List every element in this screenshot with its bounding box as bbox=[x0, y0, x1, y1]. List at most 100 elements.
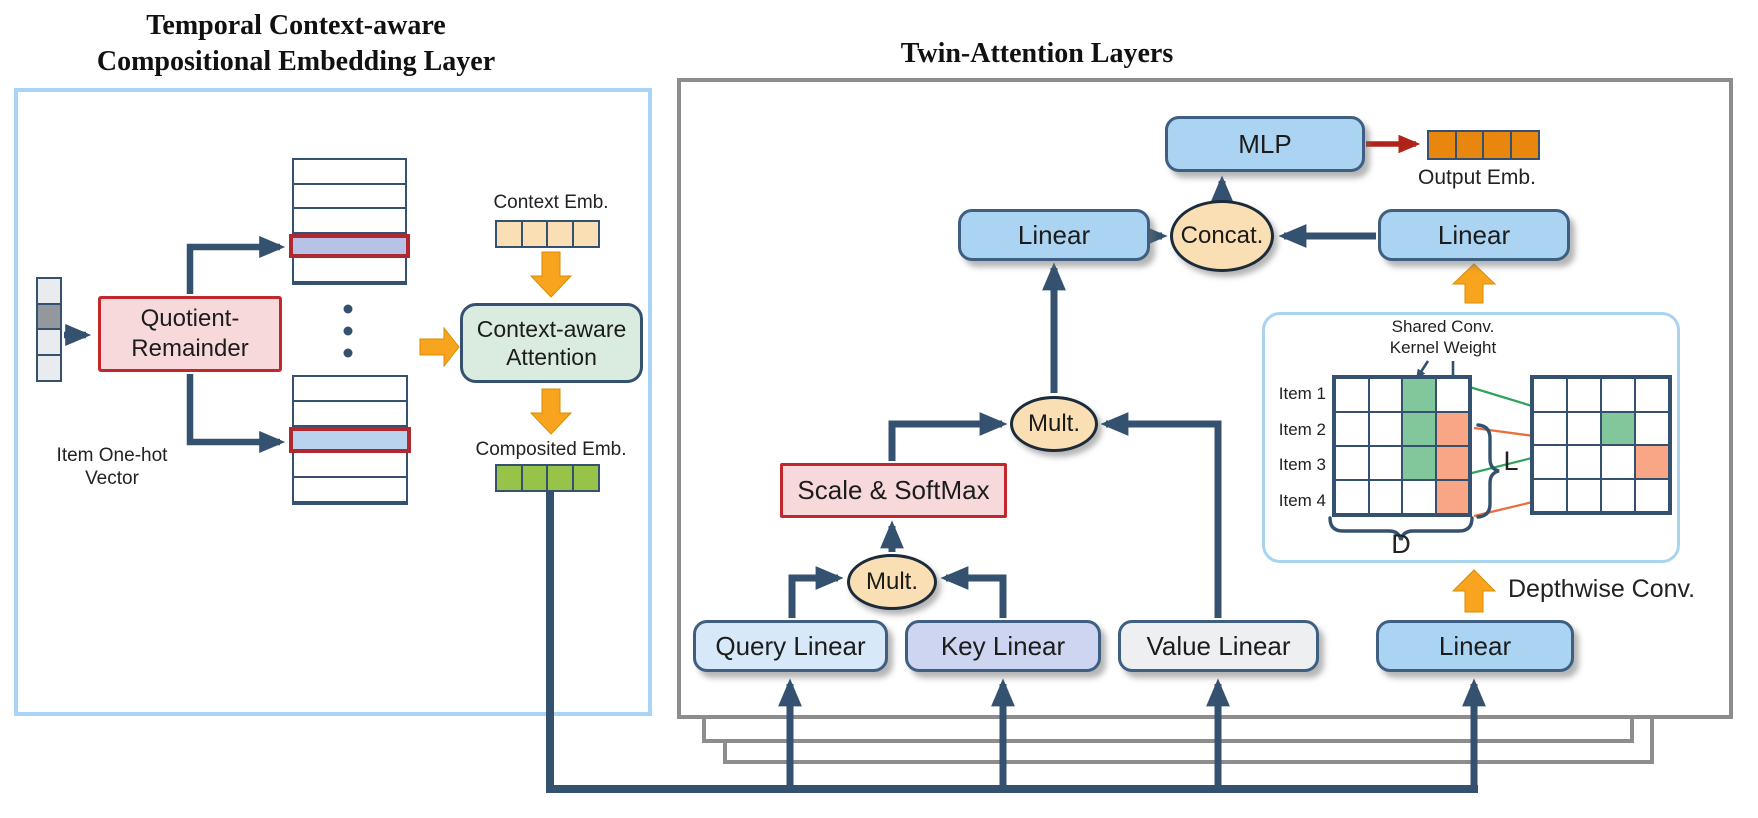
conv-grid-cell bbox=[1533, 411, 1567, 445]
conv-output-grid bbox=[1530, 375, 1672, 515]
embedding-cell bbox=[546, 220, 574, 248]
conv-grid-cell bbox=[1567, 478, 1601, 512]
remainder-embedding-table bbox=[289, 375, 411, 505]
conv-grid-cell-green bbox=[1601, 411, 1635, 445]
embedding-cell bbox=[571, 220, 600, 248]
conv-grid-cell-green bbox=[1402, 446, 1436, 480]
table-row bbox=[294, 258, 405, 283]
item-onehot-label-line2: Vector bbox=[85, 468, 139, 489]
embedding-cell bbox=[1427, 130, 1457, 160]
shared-conv-line1: Shared Conv. bbox=[1391, 317, 1495, 336]
conv-grid-cell bbox=[1601, 445, 1635, 479]
conv-grid-cell bbox=[1368, 446, 1402, 480]
table-row bbox=[294, 377, 406, 403]
softmax-to-mult2-arrow bbox=[888, 412, 1008, 461]
context-emb-cells bbox=[495, 220, 600, 248]
conv-item-label-1: Item 1 bbox=[1278, 384, 1326, 403]
embedding-cell bbox=[1509, 130, 1540, 160]
conv-grid-cell-orange bbox=[1435, 412, 1469, 446]
conv-grid-cell bbox=[1335, 378, 1369, 412]
value-to-mult2-arrow bbox=[1100, 412, 1222, 618]
conv-grid-cell bbox=[1335, 480, 1369, 514]
quotient-remainder-box: Quotient- Remainder bbox=[98, 296, 282, 372]
concat-ellipse: Concat. bbox=[1170, 200, 1274, 272]
conv-grid-cell bbox=[1435, 378, 1469, 412]
conv-grid-cell-green bbox=[1402, 412, 1436, 446]
conv-grid-cell bbox=[1635, 378, 1669, 412]
table-row bbox=[294, 477, 406, 504]
table-row bbox=[294, 184, 405, 210]
item-onehot-label: Item One-hot Vector bbox=[22, 444, 202, 490]
context-aware-attention-box: Context-aware Attention bbox=[460, 303, 643, 383]
key-linear-box: Key Linear bbox=[905, 620, 1101, 672]
conv-input-grid bbox=[1332, 375, 1472, 517]
mult-ellipse-upper: Mult. bbox=[1010, 396, 1098, 452]
conv-grid-cell bbox=[1533, 445, 1567, 479]
conv-item-label-2: Item 2 bbox=[1278, 420, 1326, 439]
embedding-cell bbox=[571, 464, 600, 492]
conv-grid-cell bbox=[1368, 480, 1402, 514]
composited-emb-cells bbox=[495, 464, 600, 492]
quotient-label-line2: Remainder bbox=[131, 335, 249, 362]
conv-grid-cell bbox=[1533, 378, 1567, 412]
conv-grid-cell-orange bbox=[1435, 446, 1469, 480]
selected-embedding-row bbox=[289, 427, 411, 453]
query-to-mult-arrow bbox=[788, 566, 844, 618]
conv-grid-cell bbox=[1335, 412, 1369, 446]
table-row bbox=[294, 452, 406, 478]
left-panel-title: Temporal Context-aware Compositional Emb… bbox=[46, 8, 546, 80]
mlp-box: MLP bbox=[1165, 116, 1365, 172]
embedding-cell bbox=[36, 353, 62, 382]
orange-arrow-down-icon bbox=[529, 251, 573, 298]
conv-grid-cell-orange bbox=[1435, 480, 1469, 514]
attention-label-line2: Attention bbox=[506, 344, 597, 370]
linear-bottom-box: Linear bbox=[1376, 620, 1574, 672]
conv-item-label-4: Item 4 bbox=[1278, 491, 1326, 510]
embedding-cell bbox=[36, 277, 62, 305]
shared-conv-line2: Kernel Weight bbox=[1389, 338, 1497, 357]
scale-softmax-box: Scale & SoftMax bbox=[780, 463, 1007, 518]
orange-arrow-right-icon bbox=[419, 326, 460, 368]
quotient-embedding-table bbox=[289, 158, 410, 285]
conv-grid-cell bbox=[1533, 478, 1567, 512]
table-row bbox=[294, 402, 406, 428]
orange-arrow-up-icon bbox=[1451, 263, 1497, 304]
query-linear-box: Query Linear bbox=[693, 620, 888, 672]
embedding-cell bbox=[1454, 130, 1485, 160]
shared-conv-kernel-label: Shared Conv. Kernel Weight bbox=[1343, 316, 1543, 358]
embedding-cell bbox=[36, 302, 62, 331]
conv-grid-cell bbox=[1368, 412, 1402, 446]
embedding-cell bbox=[36, 328, 62, 356]
conv-item-label-3: Item 3 bbox=[1278, 455, 1326, 474]
table-row bbox=[294, 209, 405, 234]
brace-L bbox=[1476, 423, 1500, 519]
dim-D-label: D bbox=[1391, 529, 1411, 559]
quotient-to-top-table-arrow bbox=[186, 235, 286, 294]
embedding-cell bbox=[495, 464, 523, 492]
mult-ellipse-lower: Mult. bbox=[847, 554, 937, 610]
embedding-cell bbox=[520, 220, 549, 248]
conv-grid-cell bbox=[1567, 445, 1601, 479]
orange-arrow-up-icon bbox=[1451, 569, 1497, 613]
conv-grid-cell bbox=[1335, 446, 1369, 480]
right-panel-title: Twin-Attention Layers bbox=[900, 38, 1174, 69]
linear-top-right-box: Linear bbox=[1378, 209, 1570, 261]
value-linear-box: Value Linear bbox=[1118, 620, 1319, 672]
depthwise-conv-label: Depthwise Conv. bbox=[1508, 575, 1696, 603]
composited-emb-label: Composited Emb. bbox=[475, 439, 627, 460]
brace-D bbox=[1328, 516, 1474, 541]
conv-grid-cell bbox=[1635, 478, 1669, 512]
conv-grid-cell bbox=[1567, 378, 1601, 412]
conv-grid-cell bbox=[1601, 478, 1635, 512]
item-onehot-vector bbox=[36, 277, 62, 382]
ellipsis-dot bbox=[343, 348, 353, 358]
conv-grid-cell-orange bbox=[1635, 445, 1669, 479]
selected-embedding-row bbox=[289, 233, 410, 259]
output-emb-label: Output Emb. bbox=[1418, 166, 1536, 189]
conv-grid-cell bbox=[1567, 411, 1601, 445]
conv-grid-cell bbox=[1635, 411, 1669, 445]
item-onehot-label-line1: Item One-hot bbox=[56, 445, 168, 466]
ellipsis-dot bbox=[343, 326, 353, 336]
